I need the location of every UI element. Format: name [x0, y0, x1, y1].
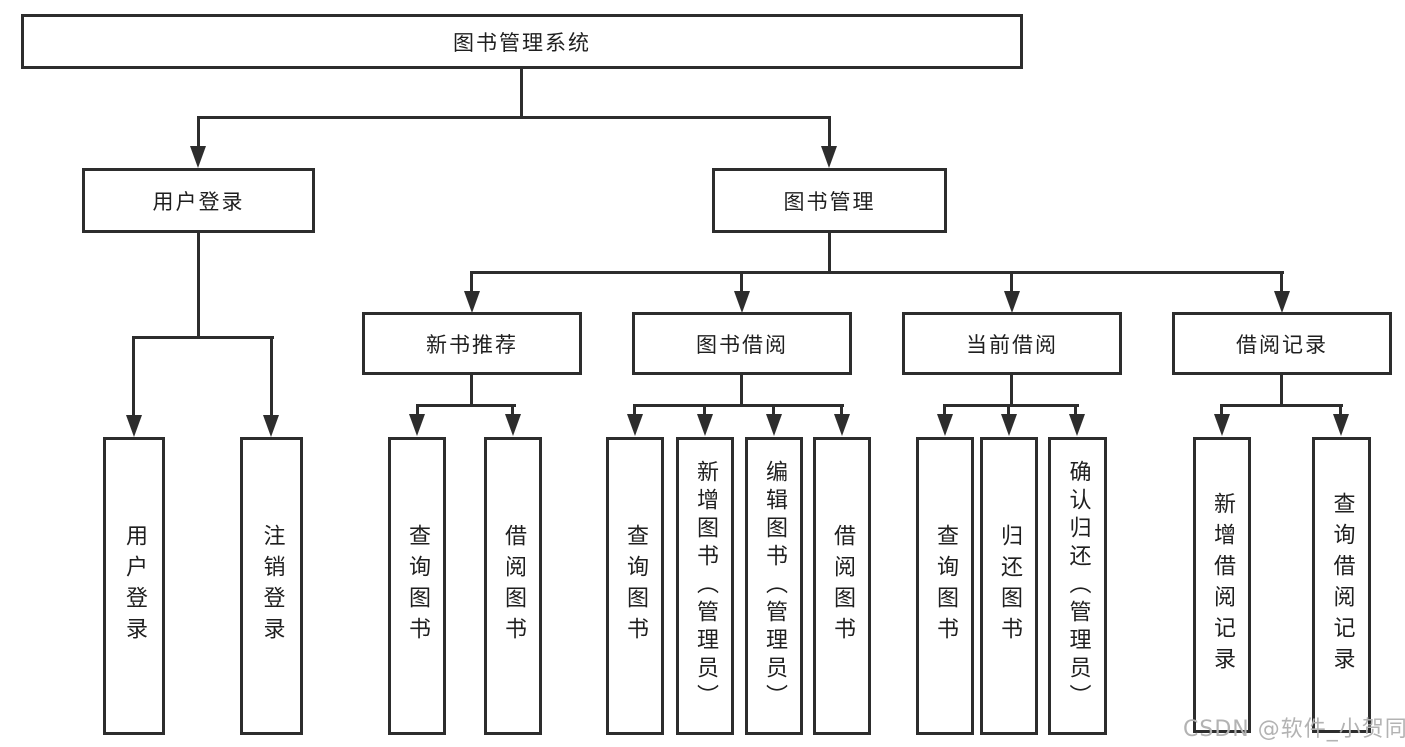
leaf-query-borrow-record-label: 查询借阅记录: [1329, 492, 1355, 678]
connector-line: [943, 404, 1079, 407]
leaf-add-book-admin-label: 新增图书（管理员）: [693, 460, 718, 712]
connector-line: [943, 404, 946, 417]
leaf-add-borrow-record: 新增借阅记录: [1193, 437, 1251, 733]
connector-line: [197, 233, 200, 338]
arrow-down-icon: [190, 146, 206, 168]
leaf-logout: 注销登录: [240, 437, 303, 735]
node-user-login: 用户登录: [82, 168, 315, 233]
arrow-down-icon: [1214, 414, 1230, 436]
node-book-borrow: 图书借阅: [632, 312, 852, 375]
arrow-down-icon: [1001, 414, 1017, 436]
connector-line: [197, 116, 200, 148]
arrow-down-icon: [505, 414, 521, 436]
connector-line: [828, 116, 831, 148]
arrow-down-icon: [409, 414, 425, 436]
arrow-down-icon: [821, 146, 837, 168]
leaf-query-books-1-label: 查询图书: [405, 524, 430, 648]
leaf-add-borrow-record-label: 新增借阅记录: [1210, 492, 1235, 678]
arrow-down-icon: [627, 414, 643, 436]
leaf-logout-label: 注销登录: [259, 524, 285, 648]
connector-line: [633, 404, 844, 407]
leaf-user-login-label: 用户登录: [122, 524, 147, 648]
node-library-system-label: 图书管理系统: [453, 30, 591, 55]
arrow-down-icon: [834, 414, 850, 436]
leaf-return-book-label: 归还图书: [997, 524, 1022, 648]
connector-line: [1074, 404, 1077, 417]
node-user-login-label: 用户登录: [152, 189, 245, 214]
arrow-down-icon: [697, 414, 713, 436]
node-book-management: 图书管理: [712, 168, 947, 233]
leaf-return-book: 归还图书: [980, 437, 1038, 735]
arrow-down-icon: [263, 415, 279, 437]
leaf-user-login: 用户登录: [103, 437, 165, 735]
node-book-borrow-label: 图书借阅: [696, 332, 788, 357]
leaf-borrow-books-1: 借阅图书: [484, 437, 542, 735]
node-borrow-records: 借阅记录: [1172, 312, 1392, 375]
arrow-down-icon: [464, 291, 480, 313]
arrow-down-icon: [1069, 414, 1085, 436]
connector-line: [772, 404, 775, 417]
connector-line: [1220, 404, 1223, 417]
arrow-down-icon: [126, 415, 142, 437]
leaf-query-books-3-label: 查询图书: [933, 524, 958, 648]
node-new-book-recommend: 新书推荐: [362, 312, 582, 375]
connector-line: [511, 404, 514, 417]
connector-line: [1280, 375, 1283, 407]
node-borrow-records-label: 借阅记录: [1236, 332, 1328, 357]
arrow-down-icon: [1274, 291, 1290, 313]
connector-line: [470, 271, 473, 293]
connector-line: [416, 404, 419, 417]
connector-line: [740, 271, 743, 293]
leaf-query-books-3: 查询图书: [916, 437, 974, 735]
arrow-down-icon: [734, 291, 750, 313]
node-current-borrow: 当前借阅: [902, 312, 1122, 375]
leaf-borrow-books-1-label: 借阅图书: [501, 524, 526, 648]
leaf-confirm-return-admin: 确认归还（管理员）: [1048, 437, 1107, 735]
node-current-borrow-label: 当前借阅: [966, 332, 1058, 357]
connector-line: [1010, 375, 1013, 407]
leaf-edit-book-admin-label: 编辑图书（管理员）: [762, 460, 787, 712]
leaf-query-books-2: 查询图书: [606, 437, 664, 735]
arrow-down-icon: [1333, 414, 1349, 436]
leaf-borrow-books-2: 借阅图书: [813, 437, 871, 735]
arrow-down-icon: [766, 414, 782, 436]
connector-line: [633, 404, 636, 417]
connector-line: [416, 404, 516, 407]
connector-line: [132, 336, 135, 416]
leaf-edit-book-admin: 编辑图书（管理员）: [745, 437, 803, 735]
connector-line: [1007, 404, 1010, 417]
leaf-query-books-1: 查询图书: [388, 437, 446, 735]
csdn-watermark: CSDN @软件_小贺同学: [1183, 717, 1405, 742]
node-new-book-recommend-label: 新书推荐: [426, 332, 518, 357]
leaf-borrow-books-2-label: 借阅图书: [830, 524, 855, 648]
connector-line: [132, 336, 274, 339]
connector-line: [703, 404, 706, 417]
arrow-down-icon: [1004, 291, 1020, 313]
leaf-add-book-admin: 新增图书（管理员）: [676, 437, 734, 735]
connector-line: [520, 69, 523, 117]
node-book-management-label: 图书管理: [783, 189, 876, 214]
leaf-query-borrow-record: 查询借阅记录: [1312, 437, 1371, 733]
connector-line: [197, 116, 831, 119]
leaf-query-books-2-label: 查询图书: [623, 524, 648, 648]
connector-line: [740, 375, 743, 407]
connector-line: [470, 271, 1284, 274]
connector-line: [470, 375, 473, 407]
connector-line: [840, 404, 843, 417]
connector-line: [828, 233, 831, 274]
node-library-system: 图书管理系统: [21, 14, 1023, 69]
connector-line: [1010, 271, 1013, 293]
connector-line: [1280, 271, 1283, 293]
connector-line: [1220, 404, 1343, 407]
connector-line: [1339, 404, 1342, 417]
connector-line: [270, 336, 273, 416]
leaf-confirm-return-admin-label: 确认归还（管理员）: [1065, 460, 1091, 712]
arrow-down-icon: [937, 414, 953, 436]
